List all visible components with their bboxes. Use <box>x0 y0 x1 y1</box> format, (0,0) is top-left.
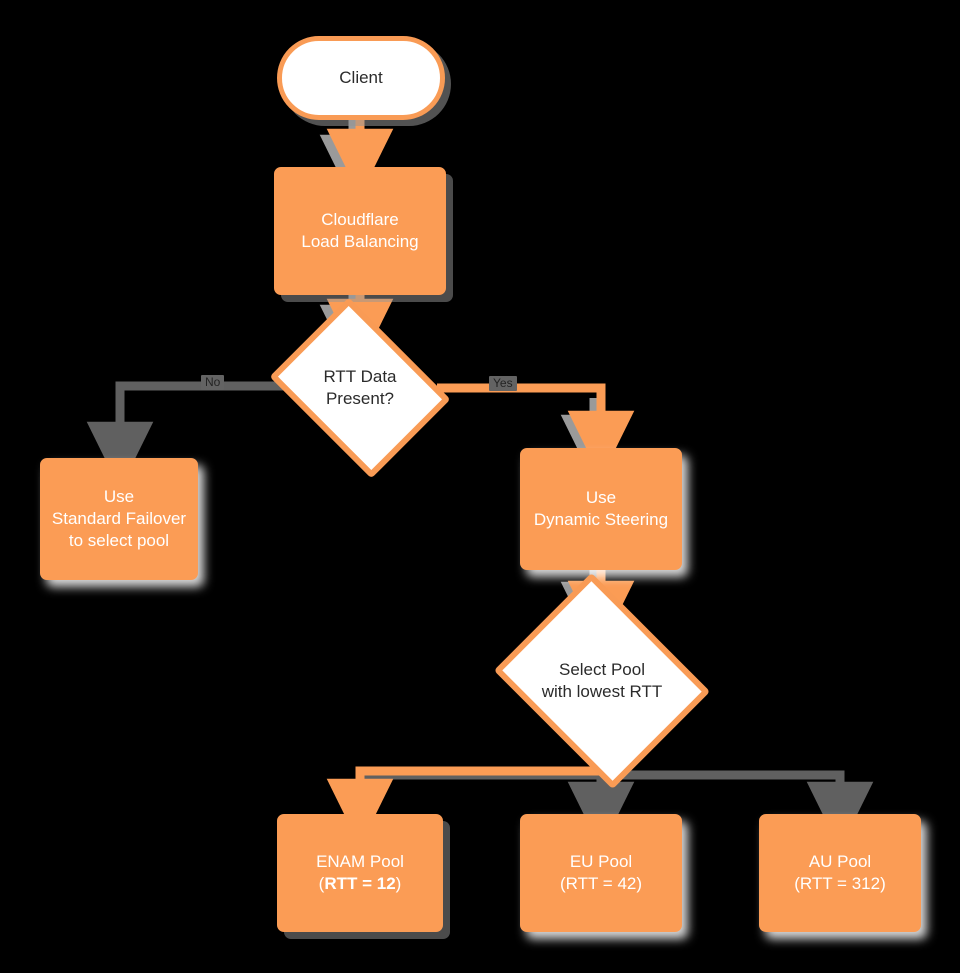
node-enam-pool-name: ENAM Pool <box>316 852 404 872</box>
node-standard-failover-label: Use Standard Failover to select pool <box>51 487 187 550</box>
node-standard-failover[interactable]: Use Standard Failover to select pool <box>40 458 198 580</box>
paren-close: ) <box>880 874 886 893</box>
node-client-label: Client <box>339 68 383 88</box>
node-rtt-data-present[interactable]: RTT Data Present? <box>269 297 451 479</box>
paren-close: ) <box>636 874 643 893</box>
node-dynamic-steering-label: Use Dynamic Steering <box>533 488 669 529</box>
edge-rtt-yes[interactable] <box>437 383 635 479</box>
edge-label-rtt-yes: Yes <box>489 376 517 392</box>
edge-label-rtt-no: No <box>201 375 225 391</box>
node-enam-pool-rtt: (RTT = 12) <box>319 873 402 895</box>
node-cloudflare-load-balancing[interactable]: Cloudflare Load Balancing <box>274 167 446 295</box>
node-au-pool[interactable]: AU Pool (RTT = 312) <box>759 814 921 932</box>
edge-rtt-no <box>86 381 285 490</box>
node-enam-pool-rtt-value: RTT = 12 <box>324 874 396 893</box>
node-eu-pool-name: EU Pool <box>569 852 633 872</box>
paren-open: ( <box>559 874 566 893</box>
node-eu-pool[interactable]: EU Pool (RTT = 42) <box>520 814 682 932</box>
edge-select-enam-shadow <box>361 770 601 815</box>
node-select-pool-label: Select Pool with lowest RTT <box>541 660 663 701</box>
paren-open: ( <box>794 874 800 893</box>
node-eu-pool-rtt: (RTT = 42) <box>560 873 642 895</box>
node-eu-pool-rtt-value: RTT = 42 <box>565 874 637 893</box>
node-dynamic-steering[interactable]: Use Dynamic Steering <box>520 448 682 570</box>
node-enam-pool[interactable]: ENAM Pool (RTT = 12) <box>277 814 443 932</box>
paren-close: ) <box>395 874 402 893</box>
node-au-pool-name: AU Pool <box>808 852 872 872</box>
paren-open: ( <box>318 874 325 893</box>
node-au-pool-rtt-value: RTT = 312 <box>799 874 881 893</box>
node-rtt-data-present-label: RTT Data Present? <box>323 367 397 408</box>
node-au-pool-rtt: (RTT = 312) <box>794 873 886 895</box>
node-select-pool[interactable]: Select Pool with lowest RTT <box>493 572 711 790</box>
node-cloudflare-load-balancing-label: Cloudflare Load Balancing <box>301 210 419 251</box>
edge-select-au <box>601 770 874 850</box>
node-client[interactable]: Client <box>277 36 445 120</box>
edge-selectpool-enam[interactable] <box>326 750 606 847</box>
